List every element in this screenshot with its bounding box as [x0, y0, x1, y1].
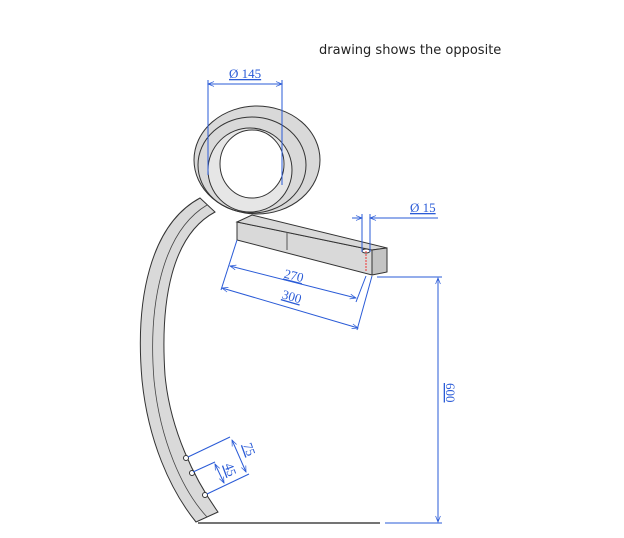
svg-text:600: 600: [443, 383, 458, 403]
svg-text:270: 270: [283, 266, 306, 285]
svg-text:Ø 15: Ø 15: [410, 200, 436, 215]
svg-text:Ø 145: Ø 145: [229, 66, 261, 81]
coil: [193, 105, 321, 215]
dimension-hole-spacing: 75 45: [187, 436, 259, 495]
svg-text:300: 300: [280, 287, 303, 307]
mounting-holes: [183, 455, 208, 498]
dimension-length: 270 300: [220, 239, 373, 331]
dimension-coil-diameter: Ø 145: [207, 66, 283, 185]
dimension-height: 600: [377, 276, 458, 524]
svg-text:75: 75: [240, 441, 259, 458]
dimension-hole-diameter: Ø 15: [352, 200, 438, 252]
arm: [235, 214, 388, 276]
note-caption: drawing shows the opposite: [319, 43, 502, 58]
svg-text:45: 45: [221, 461, 240, 478]
